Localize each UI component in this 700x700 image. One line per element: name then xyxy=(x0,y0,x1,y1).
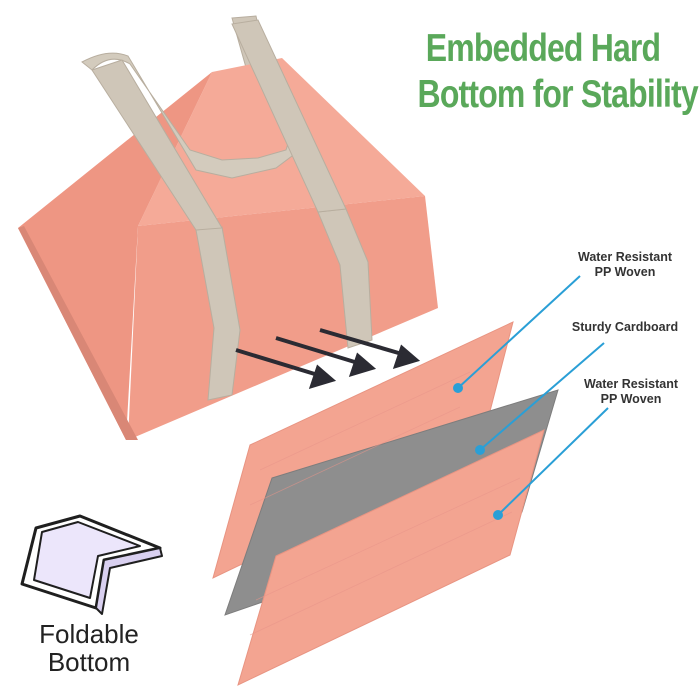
bag-top-face xyxy=(138,58,425,226)
fold-label-line-1: Foldable xyxy=(39,619,139,649)
fold-shape-edge xyxy=(95,547,163,615)
callout-bottom-pp-line-2: PP Woven xyxy=(600,392,662,406)
callout-lines xyxy=(453,275,609,520)
callout-bottom-pp-line-1: Water Resistant xyxy=(583,377,678,391)
arrow-1-head xyxy=(308,364,337,390)
callout-line-top-pp xyxy=(457,275,581,389)
shopping-bag xyxy=(18,15,438,440)
foldable-bottom-icon xyxy=(20,514,163,615)
top-strap-left xyxy=(91,59,223,231)
callout-dot-cardboard xyxy=(475,445,485,455)
callout-cardboard: Sturdy Cardboard xyxy=(562,320,688,335)
callout-line-cardboard xyxy=(479,342,605,451)
front-strap-left xyxy=(195,226,241,401)
insert-arrows xyxy=(235,328,421,390)
fold-label: Foldable Bottom xyxy=(14,620,164,676)
bag-bottom-edge xyxy=(18,226,138,440)
callout-cardboard-line-1: Sturdy Cardboard xyxy=(571,320,679,334)
layer-bottom-pp xyxy=(237,429,545,686)
callout-dot-top-pp xyxy=(453,383,463,393)
arrow-2 xyxy=(275,336,359,365)
callout-top-pp-line-1: Water Resistant xyxy=(577,250,672,264)
callout-dot-bottom-pp xyxy=(493,510,503,520)
callout-bottom-pp: Water Resistant PP Woven xyxy=(566,377,696,407)
fold-shape-inner xyxy=(33,521,141,599)
callout-top-pp: Water Resistant PP Woven xyxy=(560,250,690,280)
headline-line-2: Bottom for Stability xyxy=(417,73,699,116)
fold-label-line-2: Bottom xyxy=(47,647,131,677)
arrow-3-head xyxy=(392,344,421,370)
arrow-3 xyxy=(319,328,403,356)
headline-line-1: Embedded Hard xyxy=(425,27,661,70)
top-strap-right xyxy=(231,19,347,213)
arrow-2-head xyxy=(348,352,377,378)
arrow-1 xyxy=(235,348,319,377)
headline: Embedded Hard Bottom for Stability xyxy=(417,26,699,118)
layer-stack xyxy=(212,321,559,686)
callout-top-pp-line-2: PP Woven xyxy=(594,265,656,279)
callout-line-bottom-pp xyxy=(497,407,609,516)
